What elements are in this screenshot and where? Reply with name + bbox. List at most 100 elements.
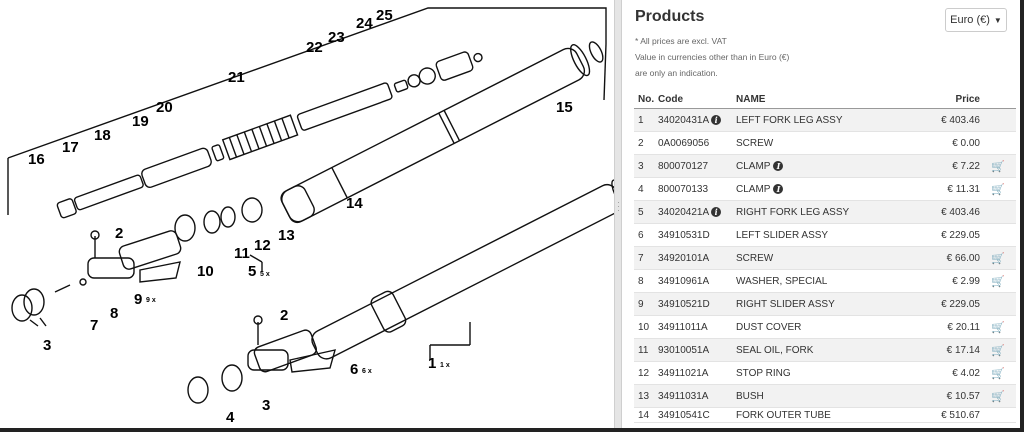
part-code: 34911031A bbox=[658, 390, 709, 402]
part-price: € 17.14 bbox=[946, 344, 980, 356]
part-code: 93010051A bbox=[658, 344, 710, 356]
fork-exploded-view: 1 2 2 3 3 4 5 6 7 8 9 10 11 12 13 14 15 … bbox=[7, 7, 614, 426]
table-row[interactable]: 4800070133Clampi€ 11.31🛒 bbox=[634, 178, 1016, 201]
callout-16: 16 bbox=[28, 151, 45, 168]
callout-3b: 3 bbox=[262, 397, 270, 414]
part-name: Screw bbox=[736, 252, 774, 264]
table-row[interactable]: 134020431AiLeft fork leg assy€ 403.46 bbox=[634, 109, 1016, 132]
part-price: € 4.02 bbox=[952, 367, 980, 379]
info-icon[interactable]: i bbox=[711, 207, 722, 217]
currency-note-2: are only an indication. bbox=[635, 68, 718, 78]
cart-icon[interactable]: 🛒 bbox=[991, 344, 1005, 357]
part-price: € 66.00 bbox=[946, 252, 980, 264]
row-number: 12 bbox=[638, 367, 650, 379]
table-row[interactable]: 1193010051ASeal oil, fork€ 17.14🛒 bbox=[634, 339, 1016, 362]
part-name: Dust cover bbox=[736, 321, 802, 333]
part-price: € 403.46 bbox=[941, 114, 980, 126]
table-row[interactable]: 634910531DLeft slider assy€ 229.05 bbox=[634, 224, 1016, 247]
part-name: Bush bbox=[736, 390, 764, 402]
callout-14: 14 bbox=[346, 195, 363, 212]
callout-24: 24 bbox=[356, 15, 373, 32]
callout-3a: 3 bbox=[43, 337, 51, 354]
part-name: Screw bbox=[736, 137, 774, 149]
info-icon[interactable]: i bbox=[773, 161, 784, 171]
callout-13: 13 bbox=[278, 227, 295, 244]
part-code: 34911021A bbox=[658, 367, 709, 379]
callout-20: 20 bbox=[156, 99, 173, 116]
row-number: 13 bbox=[638, 390, 650, 402]
table-row[interactable]: 20A0069056Screw€ 0.00 bbox=[634, 132, 1016, 155]
qty-mark-1: 1 x bbox=[440, 362, 450, 369]
part-code: 34920101A bbox=[658, 252, 710, 264]
row-number: 3 bbox=[638, 160, 644, 172]
table-row[interactable]: 734920101AScrew€ 66.00🛒 bbox=[634, 247, 1016, 270]
part-price: € 229.05 bbox=[941, 298, 980, 310]
currency-dropdown[interactable]: Euro (€) ▼ bbox=[945, 8, 1007, 32]
cart-icon[interactable]: 🛒 bbox=[991, 367, 1005, 380]
table-row[interactable]: 934910521DRight slider assy€ 229.05 bbox=[634, 293, 1016, 316]
part-name: Left slider assy bbox=[736, 229, 829, 241]
part-price: € 2.99 bbox=[952, 275, 980, 287]
cart-icon[interactable]: 🛒 bbox=[991, 160, 1005, 173]
table-row[interactable]: 3800070127Clampi€ 7.22🛒 bbox=[634, 155, 1016, 178]
cart-icon[interactable]: 🛒 bbox=[991, 183, 1005, 196]
part-price: € 510.67 bbox=[941, 409, 980, 421]
part-code: 800070127 bbox=[658, 160, 709, 172]
currency-value: Euro (€) bbox=[950, 14, 990, 26]
table-row[interactable]: 12 34911021A Stop ring € 4.02 🛒 bbox=[634, 362, 1016, 385]
callout-19: 19 bbox=[132, 113, 149, 130]
col-code: Code bbox=[658, 93, 683, 105]
row-number: 5 bbox=[638, 206, 644, 218]
cart-icon[interactable]: 🛒 bbox=[991, 390, 1005, 403]
part-code: 34911011A bbox=[658, 321, 708, 333]
callout-9: 9 bbox=[134, 291, 142, 308]
currency-note-1: Value in currencies other than in Euro (… bbox=[635, 52, 790, 62]
pane-splitter[interactable]: ··· bbox=[614, 0, 622, 432]
part-name: Stop ring bbox=[736, 367, 791, 379]
callout-5: 5 bbox=[248, 263, 256, 280]
products-panel: Products Euro (€) ▼ * All prices are exc… bbox=[622, 0, 1020, 428]
row-number: 11 bbox=[638, 344, 649, 356]
callout-12: 12 bbox=[254, 237, 271, 254]
table-row[interactable]: 1034911011ADust cover€ 20.11🛒 bbox=[634, 316, 1016, 339]
part-code: 34910531D bbox=[658, 229, 710, 241]
callout-15: 15 bbox=[556, 99, 573, 116]
cart-icon[interactable]: 🛒 bbox=[991, 275, 1005, 288]
part-name: Fork outer tube bbox=[736, 409, 831, 421]
callout-11: 11 bbox=[234, 245, 250, 262]
table-row[interactable]: 1434910541CFork outer tube€ 510.67 bbox=[634, 408, 1016, 423]
table-row[interactable]: 834910961AWasher, special€ 2.99🛒 bbox=[634, 270, 1016, 293]
table-header: No. Code Name Price bbox=[634, 90, 1016, 109]
part-name: Washer, special bbox=[736, 275, 828, 287]
part-price: € 7.22 bbox=[952, 160, 980, 172]
callout-23: 23 bbox=[328, 29, 345, 46]
products-table: No. Code Name Price 134020431AiLeft fork… bbox=[634, 90, 1016, 423]
qty-mark-5: 5 x bbox=[260, 271, 270, 278]
callout-21: 21 bbox=[228, 69, 245, 86]
splitter-grip-icon: ··· bbox=[617, 197, 620, 215]
part-code: 800070133 bbox=[658, 183, 709, 195]
callout-1: 1 bbox=[428, 355, 436, 372]
info-icon[interactable]: i bbox=[711, 115, 722, 125]
row-number: 2 bbox=[638, 137, 644, 149]
row-number: 9 bbox=[638, 298, 644, 310]
callout-17: 17 bbox=[62, 139, 79, 156]
table-row[interactable]: 1334911031ABush€ 10.57🛒 bbox=[634, 385, 1016, 408]
callout-6: 6 bbox=[350, 361, 358, 378]
qty-mark-9: 9 x bbox=[146, 297, 156, 304]
cart-icon[interactable]: 🛒 bbox=[991, 252, 1005, 265]
row-number: 14 bbox=[638, 409, 650, 421]
part-price: € 403.46 bbox=[941, 206, 980, 218]
cart-icon[interactable]: 🛒 bbox=[991, 321, 1005, 334]
table-row[interactable]: 534020421AiRight fork leg assy€ 403.46 bbox=[634, 201, 1016, 224]
callout-7: 7 bbox=[90, 317, 98, 334]
panel-title: Products bbox=[635, 8, 705, 25]
callout-8: 8 bbox=[110, 305, 118, 322]
callout-10: 10 bbox=[197, 263, 214, 280]
vat-note: * All prices are excl. VAT bbox=[635, 36, 727, 46]
part-name: Clampi bbox=[736, 184, 906, 195]
part-price: € 11.31 bbox=[947, 183, 980, 195]
info-icon[interactable]: i bbox=[773, 184, 784, 194]
callout-18: 18 bbox=[94, 127, 111, 144]
